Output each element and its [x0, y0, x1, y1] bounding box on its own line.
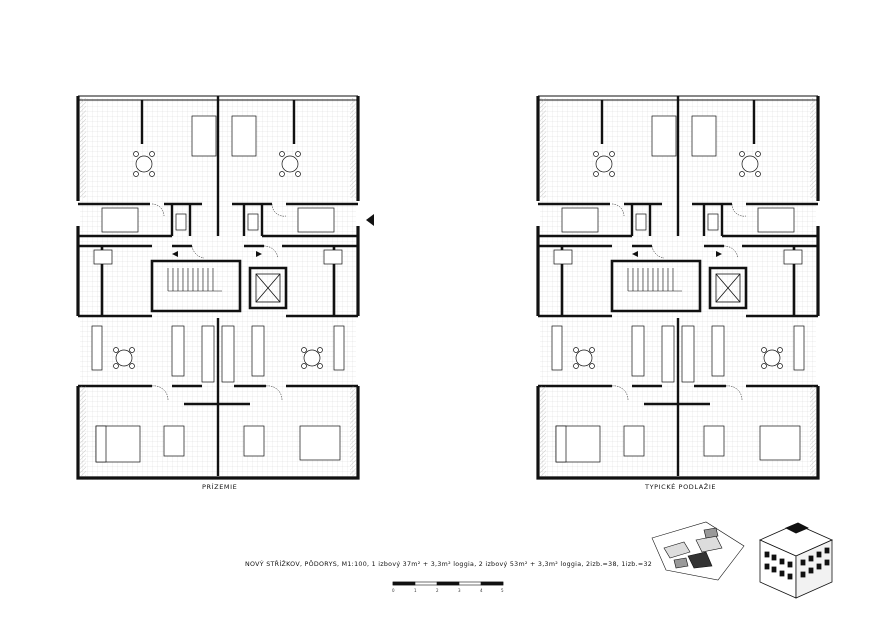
entrance-arrow-icon	[366, 214, 374, 226]
scale-tick: 5	[501, 588, 504, 593]
drawing-caption: NOVÝ STŘÍŽKOV, PÔDORYS, M1:100, 1 izbový…	[245, 561, 653, 568]
scale-tick: 4	[480, 588, 483, 593]
plan-label-ground-floor: PRÍZEMIE	[202, 483, 238, 491]
scale-tick: 3	[458, 588, 461, 593]
plan-label-typical-floor: TYPICKÉ PODLAŽIE	[645, 483, 717, 491]
scale-bar-ticks: 0 1 2 3 4 5	[392, 588, 506, 596]
scale-tick: 2	[436, 588, 439, 593]
scale-tick: 1	[414, 588, 417, 593]
scale-tick: 0	[392, 588, 395, 593]
site-plan-thumbnail	[651, 521, 745, 581]
scale-bar	[392, 581, 504, 586]
plan-typical-floor	[536, 94, 820, 482]
isometric-building-icon	[759, 522, 833, 599]
plan-ground-floor	[76, 94, 360, 482]
